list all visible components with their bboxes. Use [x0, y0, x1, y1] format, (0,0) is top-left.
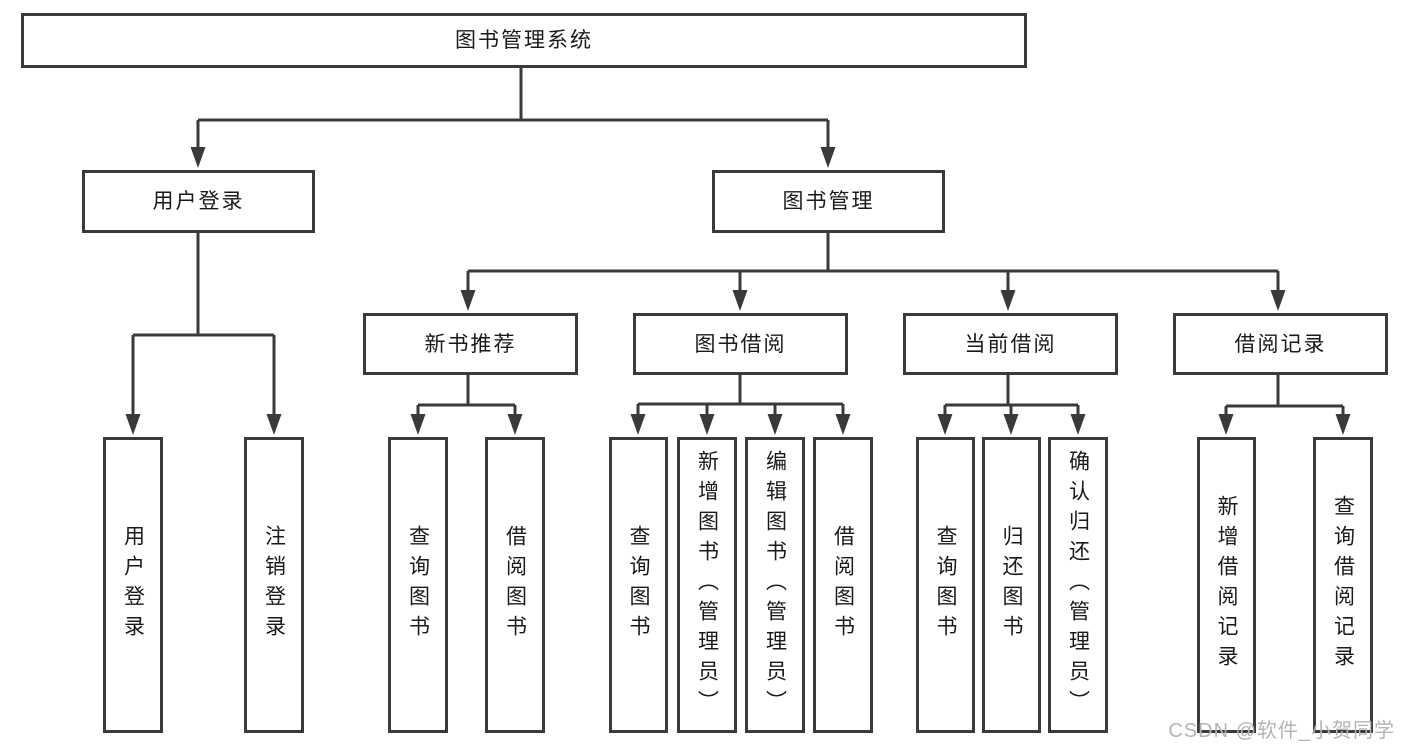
node-label: 图书管理 — [782, 190, 875, 213]
node-bb-add-books-admin: 新增图书（管理员） — [677, 437, 737, 733]
node-book-management: 图书管理 — [712, 170, 945, 233]
node-label: 新增借阅记录 — [1215, 495, 1238, 675]
node-current-borrowing: 当前借阅 — [903, 313, 1118, 375]
node-bb-edit-books-admin: 编辑图书（管理员） — [745, 437, 805, 733]
node-logout: 注销登录 — [244, 437, 304, 733]
node-label: 用户登录 — [152, 190, 245, 213]
node-user-login: 用户登录 — [103, 437, 163, 733]
node-label: 用户登录 — [121, 525, 145, 645]
node-label: 查询图书 — [406, 525, 430, 645]
node-label: 确认归还（管理员） — [1066, 450, 1090, 720]
csdn-watermark: CSDN @软件_小贺同学 — [1168, 720, 1395, 742]
node-bb-query-books: 查询图书 — [609, 437, 668, 733]
node-label: 图书管理系统 — [455, 29, 593, 52]
node-cb-confirm-return-admin: 确认归还（管理员） — [1048, 437, 1108, 733]
node-label: 查询图书 — [934, 525, 957, 645]
node-rec-borrow-books: 借阅图书 — [485, 437, 545, 733]
node-label: 查询图书 — [627, 525, 650, 645]
node-cb-return-books: 归还图书 — [982, 437, 1041, 733]
node-label: 当前借阅 — [964, 332, 1057, 356]
node-bb-borrow-books: 借阅图书 — [813, 437, 873, 733]
node-label: 归还图书 — [1000, 525, 1023, 645]
node-user-login-group: 用户登录 — [82, 170, 315, 233]
node-label: 借阅图书 — [831, 525, 855, 645]
node-cb-query-books: 查询图书 — [916, 437, 975, 733]
node-rec-query-books: 查询图书 — [388, 437, 448, 733]
node-label: 借阅记录 — [1234, 332, 1327, 356]
node-br-add-record: 新增借阅记录 — [1197, 437, 1256, 733]
node-label: 编辑图书（管理员） — [763, 450, 787, 720]
node-label: 借阅图书 — [503, 525, 527, 645]
node-br-query-record: 查询借阅记录 — [1313, 437, 1373, 733]
node-label: 新增图书（管理员） — [695, 450, 719, 720]
node-borrowing-records: 借阅记录 — [1173, 313, 1388, 375]
node-new-book-recommend: 新书推荐 — [363, 313, 578, 375]
node-label: 图书借阅 — [694, 332, 787, 356]
node-label: 新书推荐 — [424, 332, 517, 356]
node-library-management-system: 图书管理系统 — [21, 13, 1027, 68]
node-label: 查询借阅记录 — [1331, 495, 1355, 675]
node-book-borrowing: 图书借阅 — [633, 313, 848, 375]
node-label: 注销登录 — [262, 525, 286, 645]
